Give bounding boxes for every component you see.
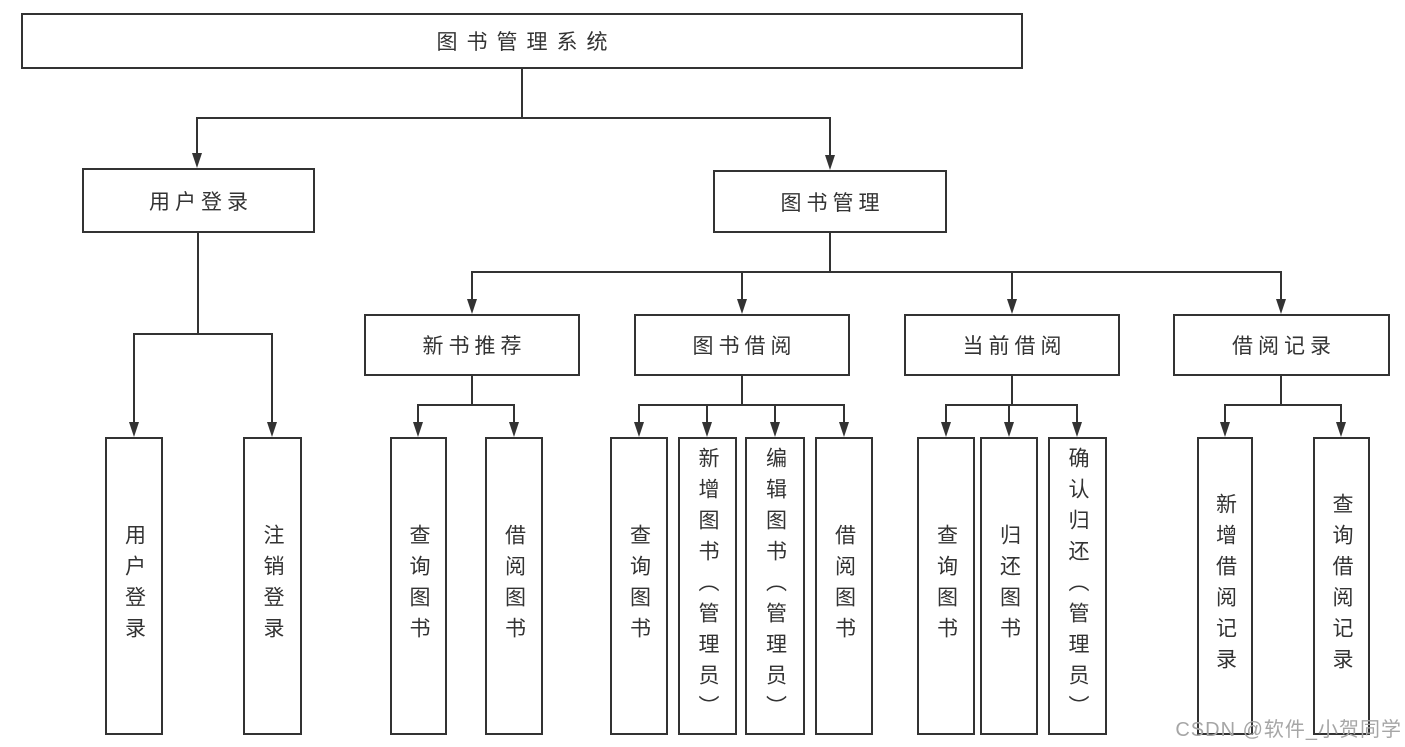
node-label: 归还图书 [997, 524, 1021, 648]
leaf-return-books: 归还图书 [980, 437, 1038, 735]
arrowhead-down-icon [1007, 299, 1017, 314]
node-label: 查询图书 [627, 524, 651, 648]
arrowhead-down-icon [634, 422, 644, 437]
leaf-user-login: 用户登录 [105, 437, 163, 735]
node-label: 新书推荐 [422, 335, 527, 358]
leaf-add-borrow-record: 新增借阅记录 [1197, 437, 1253, 735]
arrowhead-down-icon [413, 422, 423, 437]
arrowhead-down-icon [770, 422, 780, 437]
node-borrowing-records: 借阅记录 [1173, 314, 1390, 376]
arrowhead-down-icon [1220, 422, 1230, 437]
arrowhead-down-icon [509, 422, 519, 437]
node-new-book-recommendation: 新书推荐 [364, 314, 580, 376]
node-label: 借阅图书 [832, 524, 856, 648]
csdn-watermark: CSDN @软件_小贺同学 [1175, 719, 1402, 741]
node-label: 查询图书 [934, 524, 958, 648]
node-label: 查询借阅记录 [1330, 493, 1354, 679]
arrowhead-down-icon [1336, 422, 1346, 437]
leaf-query-borrow-record: 查询借阅记录 [1313, 437, 1370, 735]
node-label: 编辑图书（管理员） [763, 446, 787, 726]
arrowhead-down-icon [192, 153, 202, 168]
arrowhead-down-icon [1276, 299, 1286, 314]
arrowhead-down-icon [467, 299, 477, 314]
node-label: 查询图书 [407, 524, 431, 648]
node-label: 用户登录 [149, 190, 253, 214]
node-library-management-system: 图书管理系统 [21, 13, 1023, 69]
node-label: 新增借阅记录 [1213, 493, 1237, 679]
arrowhead-down-icon [737, 299, 747, 314]
node-label: 图书管理系统 [436, 31, 617, 54]
node-label: 图书借阅 [692, 335, 797, 358]
leaf-query-books: 查询图书 [610, 437, 668, 735]
leaf-borrow-books: 借阅图书 [485, 437, 543, 735]
node-label: 新增图书（管理员） [696, 446, 720, 726]
node-book-management: 图书管理 [713, 170, 947, 233]
arrowhead-down-icon [839, 422, 849, 437]
arrowhead-down-icon [941, 422, 951, 437]
node-label: 借阅图书 [502, 524, 526, 648]
leaf-query-books: 查询图书 [390, 437, 447, 735]
leaf-confirm-return-admin: 确认归还（管理员） [1048, 437, 1107, 735]
leaf-edit-books-admin: 编辑图书（管理员） [745, 437, 805, 735]
leaf-borrow-books: 借阅图书 [815, 437, 873, 735]
node-label: 用户登录 [122, 524, 146, 648]
node-label: 注销登录 [261, 524, 285, 648]
node-label: 图书管理 [780, 191, 885, 215]
arrowhead-down-icon [129, 422, 139, 437]
arrowhead-down-icon [825, 155, 835, 170]
node-label: 确认归还（管理员） [1066, 446, 1090, 726]
arrowhead-down-icon [267, 422, 277, 437]
node-user-login: 用户登录 [82, 168, 315, 233]
leaf-query-books: 查询图书 [917, 437, 975, 735]
node-label: 当前借阅 [962, 335, 1067, 358]
arrowhead-down-icon [1072, 422, 1082, 437]
node-label: 借阅记录 [1232, 335, 1336, 358]
node-book-borrowing: 图书借阅 [634, 314, 850, 376]
arrowhead-down-icon [702, 422, 712, 437]
arrowhead-down-icon [1004, 422, 1014, 437]
leaf-add-books-admin: 新增图书（管理员） [678, 437, 737, 735]
node-current-borrowing: 当前借阅 [904, 314, 1120, 376]
leaf-logout: 注销登录 [243, 437, 302, 735]
